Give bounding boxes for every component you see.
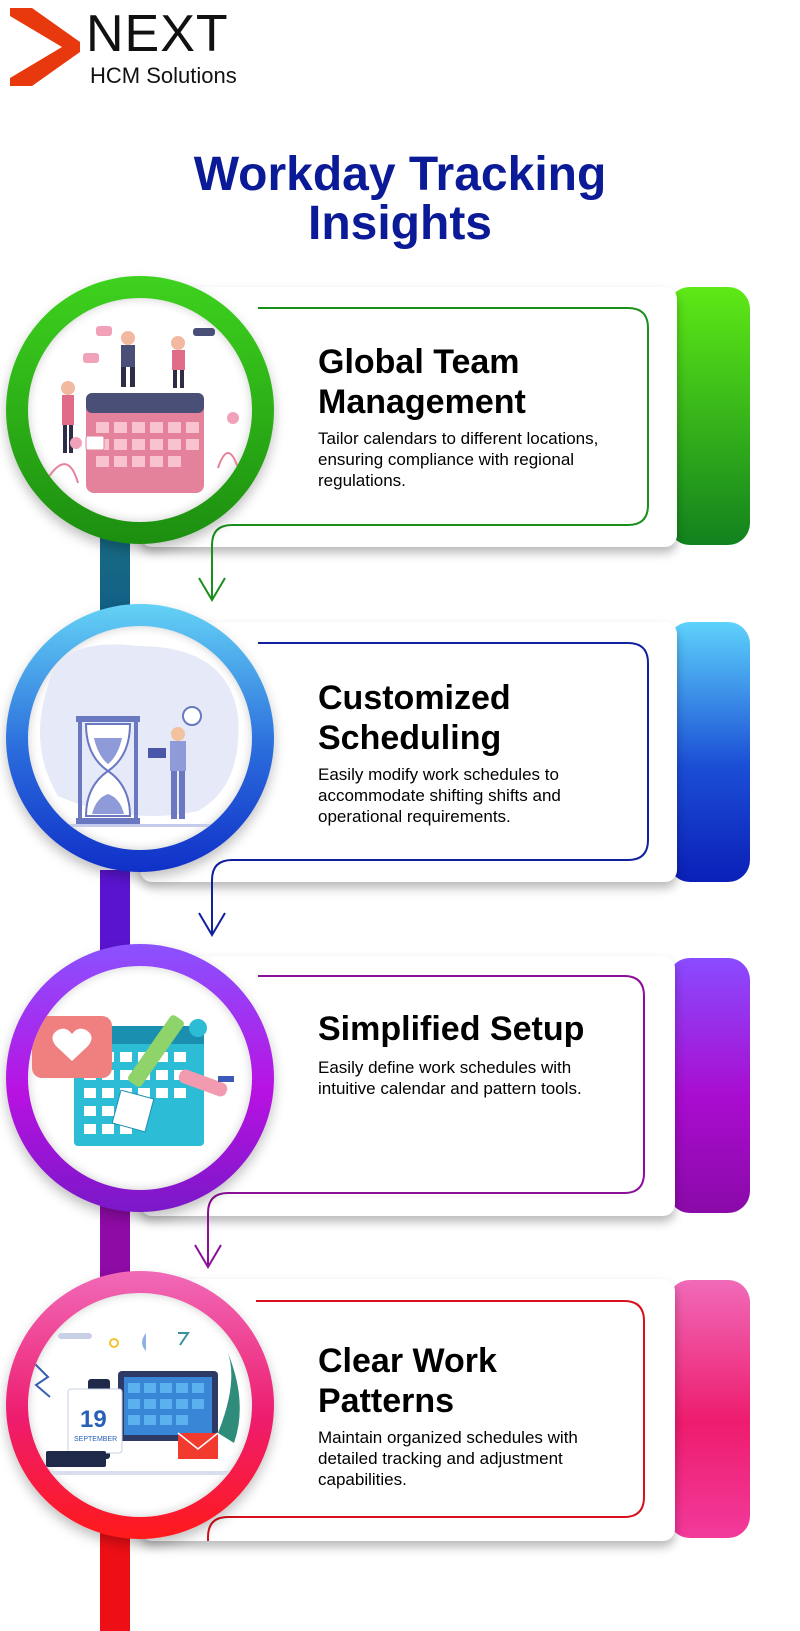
step-2-icon-circle	[28, 626, 252, 850]
step-2-heading-line-1: Customized	[318, 679, 511, 717]
step-2-color-tab	[668, 622, 750, 882]
step-4-heading: Clear Work Patterns	[318, 1341, 497, 1421]
company-logo: NEXT HCM Solutions	[10, 8, 270, 88]
logo-chevron-icon	[10, 8, 80, 86]
calendar-day-number: 19	[80, 1406, 107, 1433]
dashboard-calendar-illustration-icon: 19 SEPTEMBER	[28, 1332, 252, 1475]
step-1-description: Tailor calendars to different locations,…	[318, 429, 599, 490]
calendar-month: SEPTEMBER	[74, 1436, 117, 1443]
page-title: Workday Tracking Insights	[0, 150, 800, 248]
timeline-spine-3	[100, 1200, 130, 1280]
step-1-heading-line-2: Management	[318, 383, 526, 421]
step-3-description: Easily define work schedules with intuit…	[318, 1058, 582, 1098]
step-3-heading-line-1: Simplified Setup	[318, 1010, 585, 1048]
step-1-color-tab	[668, 287, 750, 545]
step-1-icon-circle	[28, 298, 252, 522]
step-2-description: Easily modify work schedules to accommod…	[318, 765, 561, 826]
timeline-spine-4	[100, 1530, 130, 1631]
step-4-color-tab	[668, 1280, 750, 1538]
title-line-1: Workday Tracking	[193, 148, 607, 201]
step-4-description: Maintain organized schedules with detail…	[318, 1428, 578, 1489]
step-1-heading: Global Team Management	[318, 342, 526, 422]
calendar-setup-illustration-icon	[32, 1015, 234, 1146]
logo-brand: NEXT	[86, 5, 229, 63]
step-4-icon-circle: 19 SEPTEMBER	[28, 1293, 252, 1517]
hourglass-illustration-icon	[40, 644, 239, 827]
step-4-heading-line-2: Patterns	[318, 1382, 455, 1420]
step-4-heading-line-1: Clear Work	[318, 1342, 497, 1380]
team-calendar-illustration-icon	[47, 326, 239, 493]
step-2-heading: Customized Scheduling	[318, 678, 511, 758]
step-3-icon-circle	[28, 966, 252, 1190]
step-3-color-tab	[668, 958, 750, 1213]
title-line-2: Insights	[307, 197, 492, 250]
logo-subtitle: HCM Solutions	[90, 63, 237, 88]
step-2-heading-line-2: Scheduling	[318, 719, 502, 757]
step-3-heading: Simplified Setup	[318, 1009, 584, 1049]
step-1-heading-line-1: Global Team	[318, 343, 520, 381]
